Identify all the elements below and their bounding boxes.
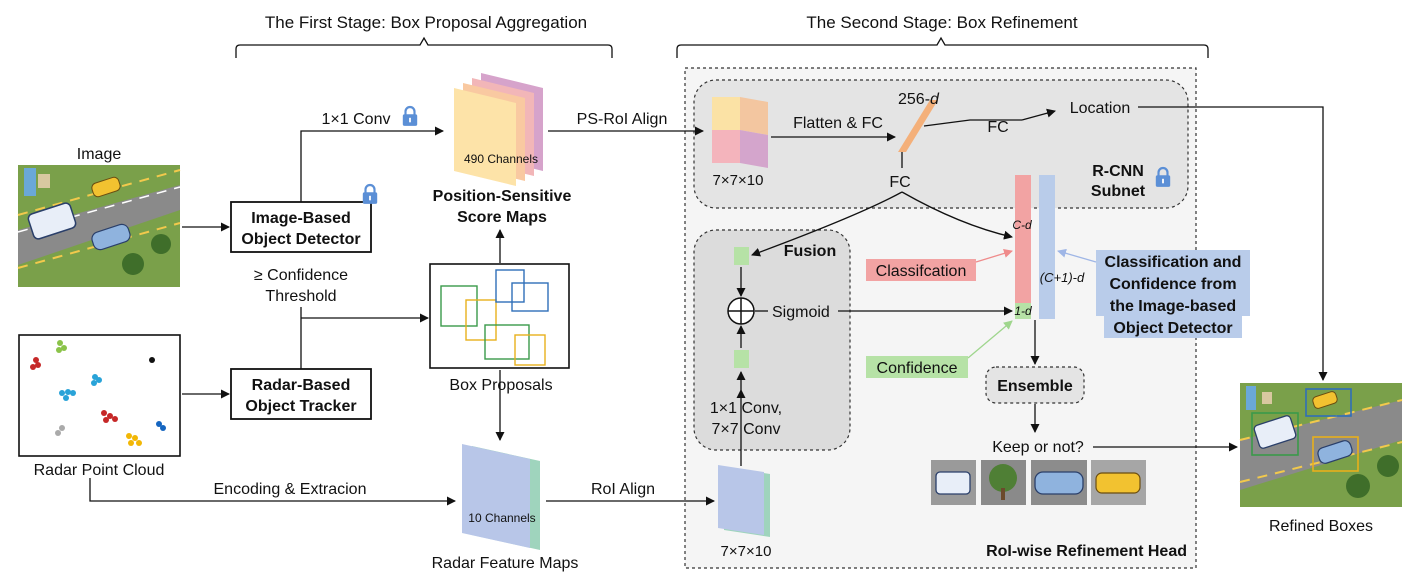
ps-feature-dims: 7×7×10 (713, 172, 764, 189)
ensemble-box (985, 366, 1085, 404)
tree-icon (122, 234, 171, 275)
ps-channels-label: 490 Channels (464, 152, 538, 166)
fusion-label: Fusion (784, 243, 836, 260)
cd-label: C-d (1012, 218, 1032, 232)
car-icon (91, 223, 131, 251)
confidence-threshold-2: Threshold (265, 288, 336, 305)
radar-tracker-box (230, 368, 372, 420)
second-stage-brace: The Second Stage: Box Refinement (676, 13, 1209, 58)
detector-info-4: Object Detector (1113, 320, 1232, 337)
radar-tracker-label-2: Object Tracker (245, 398, 356, 415)
refinement-head-label: RoI-wise Refinement Head (986, 543, 1187, 560)
bus-icon (27, 202, 77, 240)
fusion-feature-bottom (734, 350, 749, 368)
car-icon (1034, 471, 1084, 495)
second-stage-title: The Second Stage: Box Refinement (806, 13, 1077, 32)
ps-roi-align-label: PS-RoI Align (577, 111, 668, 128)
fc-256-label: 256-d (898, 91, 940, 108)
roi-align-label: RoI Align (591, 481, 655, 498)
flatten-fc-label: Flatten & FC (793, 115, 883, 132)
classification-vector (1015, 175, 1031, 315)
taxi-icon (91, 176, 121, 198)
detector-info-3: the Image-based (1110, 298, 1236, 315)
first-stage-title: The First Stage: Box Proposal Aggregatio… (265, 13, 587, 32)
fusion-sum-node (727, 297, 755, 325)
first-stage-brace: The First Stage: Box Proposal Aggregatio… (235, 13, 613, 58)
fc-256-bar (898, 100, 938, 152)
radar-point-cloud (18, 334, 181, 457)
classification-annotation: Classifcation (876, 263, 967, 280)
confidence-vector (1015, 303, 1031, 319)
connectors (89, 106, 1328, 506)
bus-icon (1253, 415, 1297, 449)
rcnn-subnet-box (693, 79, 1189, 209)
detector-info-vector (1039, 175, 1055, 319)
bus-icon (935, 471, 971, 495)
taxi-icon (1312, 391, 1338, 409)
lock-icon (361, 183, 379, 206)
tree-icon (1346, 474, 1370, 498)
radar-channels-label: 10 Channels (468, 511, 535, 525)
car-icon (1317, 440, 1353, 464)
c1d-label: (C+1)-d (1040, 270, 1085, 285)
refined-boxes-label: Refined Boxes (1269, 518, 1373, 535)
lock-icon (401, 105, 419, 128)
taxi-icon (1095, 472, 1141, 494)
keep-label: Keep or not? (992, 439, 1084, 456)
radar-roi-feature (718, 465, 770, 537)
conv1x1-label: 1×1 Conv (322, 111, 391, 128)
ps-score-maps (454, 73, 543, 186)
image-detector-label-2: Object Detector (241, 231, 360, 248)
building-icon (1246, 386, 1256, 410)
refined-boxes-thumbnail (1239, 383, 1403, 507)
location-label: Location (1070, 100, 1131, 117)
ensemble-label: Ensemble (997, 378, 1073, 395)
conv-label-2: 7×7 Conv (712, 421, 781, 438)
box-proposals-panel (429, 263, 570, 369)
image-thumbnail (17, 165, 181, 287)
ps-maps-label-2: Score Maps (457, 209, 547, 226)
ps-maps-label-1: Position-Sensitive (433, 188, 572, 205)
radar-feature-maps (462, 444, 540, 550)
detector-info-2: Confidence from (1109, 276, 1236, 293)
encoding-label: Encoding & Extracion (214, 481, 367, 498)
fc-label-top: FC (987, 119, 1008, 136)
building-icon (24, 168, 50, 196)
fusion-feature-top (734, 247, 749, 265)
one-d-label: 1-d (1014, 304, 1032, 318)
fc-label-bottom: FC (889, 174, 910, 191)
sigmoid-label: Sigmoid (772, 304, 830, 321)
detector-info-annotation: Classification and Confidence from the I… (1096, 250, 1250, 338)
image-detector-box (230, 201, 372, 253)
confidence-threshold-1: ≥ Confidence (254, 267, 348, 284)
radar-tracker-label-1: Radar-Based (252, 377, 351, 394)
confidence-highlight (866, 356, 968, 378)
image-label: Image (77, 146, 122, 163)
rcnn-label-2: Subnet (1091, 183, 1146, 200)
box-proposals-label: Box Proposals (449, 377, 552, 394)
radar-feature-dims: 7×7×10 (721, 543, 772, 560)
radar-feature-maps-label: Radar Feature Maps (432, 555, 579, 572)
ps-roi-feature (712, 97, 768, 168)
conv-label-1: 1×1 Conv, (710, 400, 782, 417)
radar-label: Radar Point Cloud (34, 462, 165, 479)
tree-icon (989, 464, 1017, 492)
fusion-box (693, 229, 851, 451)
rcnn-label-1: R-CNN (1092, 163, 1144, 180)
image-detector-label-1: Image-Based (251, 210, 351, 227)
confidence-annotation: Confidence (877, 360, 958, 377)
classification-highlight (866, 259, 976, 281)
crop-thumbnails (931, 460, 1146, 505)
detector-info-1: Classification and (1105, 254, 1242, 271)
